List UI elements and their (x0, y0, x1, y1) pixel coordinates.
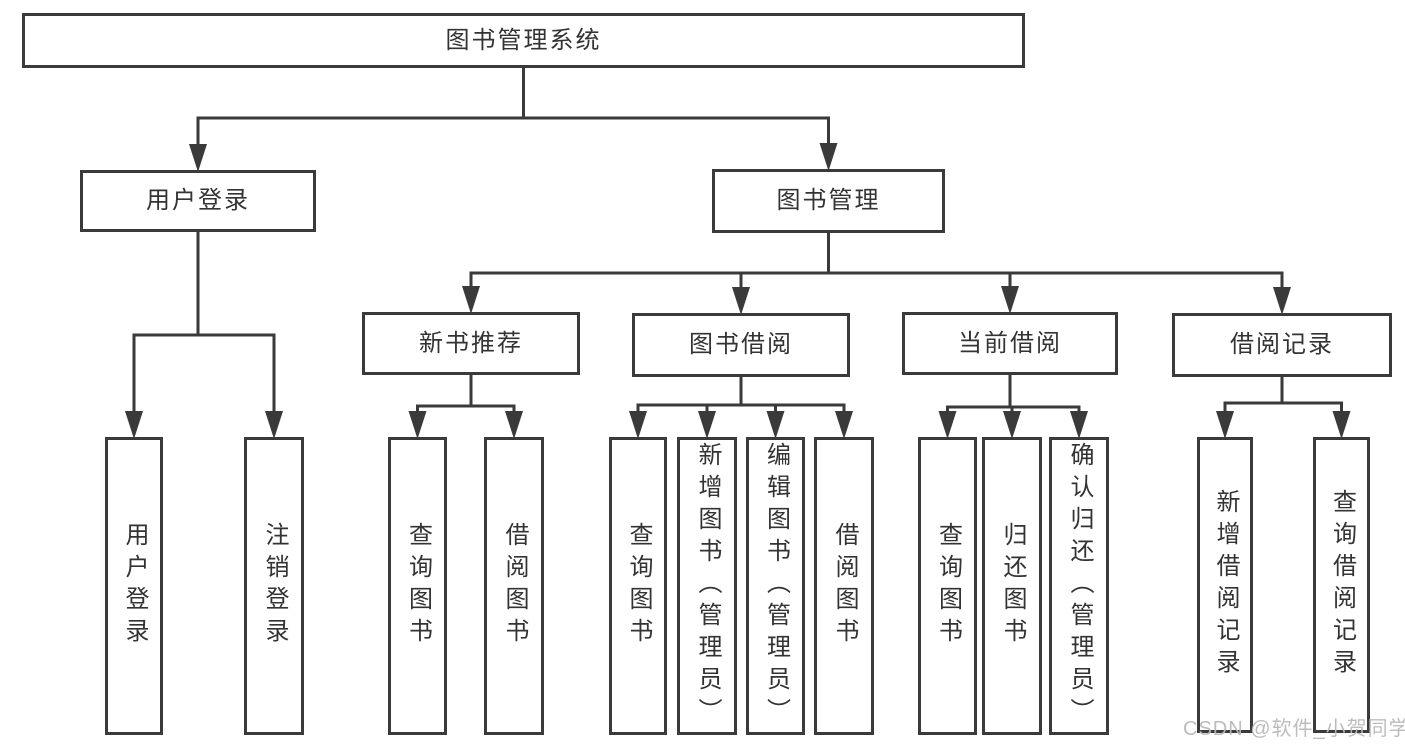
node-label-nb-query: 查询图书 (404, 522, 432, 650)
node-label-user-login: 用户登录 (146, 187, 250, 214)
node-label-new-books: 新书推荐 (419, 329, 523, 357)
node-label-leaf-login: 用户登录 (121, 522, 148, 650)
node-label-c-query: 查询图书 (934, 522, 962, 650)
node-user-login: 用户登录 (80, 170, 316, 232)
node-label-r-add: 新增借阅记录 (1212, 489, 1239, 681)
node-nb-query: 查询图书 (388, 437, 447, 735)
node-leaf-logout: 注销登录 (244, 437, 304, 735)
node-current: 当前借阅 (902, 312, 1118, 375)
node-c-confirm: 确认归还（管理员） (1049, 437, 1109, 735)
node-label-leaf-logout: 注销登录 (261, 522, 288, 650)
node-label-borrow: 图书借阅 (689, 331, 793, 358)
node-label-current: 当前借阅 (958, 329, 1062, 357)
node-label-nb-borrow: 借阅图书 (501, 522, 528, 650)
node-label-b-query: 查询图书 (625, 522, 652, 650)
node-c-return: 归还图书 (982, 437, 1042, 735)
node-label-c-return: 归还图书 (999, 522, 1026, 650)
node-b-add: 新增图书（管理员） (677, 437, 737, 735)
node-borrow: 图书借阅 (632, 313, 850, 377)
node-new-books: 新书推荐 (362, 312, 580, 375)
node-book-mgmt: 图书管理 (712, 169, 945, 233)
node-b-borrow: 借阅图书 (814, 437, 874, 735)
node-leaf-login: 用户登录 (105, 437, 163, 735)
node-records: 借阅记录 (1172, 313, 1392, 377)
node-root: 图书管理系统 (22, 13, 1025, 68)
node-b-query: 查询图书 (609, 437, 667, 735)
node-r-add: 新增借阅记录 (1197, 437, 1253, 733)
node-label-c-confirm: 确认归还（管理员） (1066, 442, 1093, 730)
node-nb-borrow: 借阅图书 (484, 437, 544, 735)
node-c-query: 查询图书 (918, 437, 977, 735)
watermark: CSDN @软件_小贺同学 (1183, 718, 1405, 740)
node-label-root: 图书管理系统 (445, 26, 602, 54)
node-label-b-borrow: 借阅图书 (831, 522, 858, 650)
node-b-edit: 编辑图书（管理员） (746, 437, 805, 735)
node-label-b-add: 新增图书（管理员） (694, 442, 721, 730)
node-r-query: 查询借阅记录 (1313, 437, 1370, 733)
node-label-r-query: 查询借阅记录 (1328, 489, 1356, 681)
node-label-records: 借阅记录 (1230, 331, 1334, 358)
node-label-b-edit: 编辑图书（管理员） (762, 442, 790, 730)
node-label-book-mgmt: 图书管理 (776, 187, 881, 214)
